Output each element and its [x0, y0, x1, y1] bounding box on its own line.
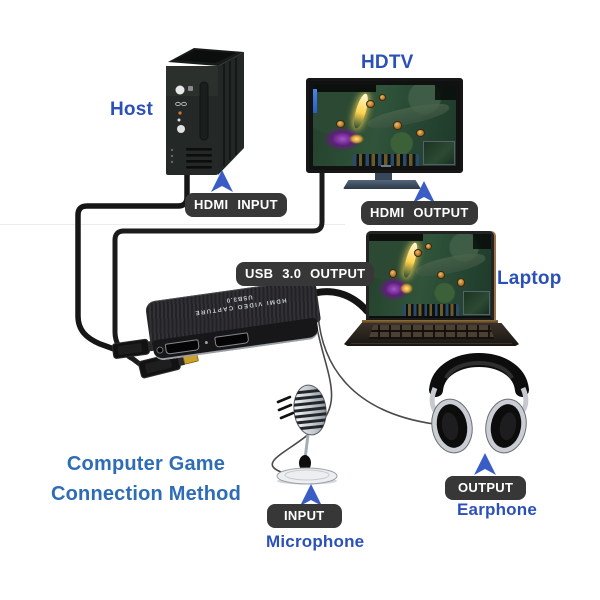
game-minimap — [462, 290, 491, 316]
laptop-game-screenshot — [369, 234, 491, 316]
microphone-label: Microphone — [266, 532, 365, 551]
laptop-keyboard — [368, 324, 495, 340]
hdmi-input-tag: HDMI INPUT — [185, 193, 287, 217]
arrow-up-icon — [210, 169, 234, 193]
game-unit — [378, 93, 387, 101]
microphone — [276, 384, 338, 485]
monitor-logo — [381, 165, 391, 167]
arrow-up-icon — [299, 483, 323, 507]
monitor-frame — [306, 78, 463, 173]
earphone-wire — [317, 313, 435, 425]
game-unit — [415, 128, 426, 138]
hdmi-output-tag: HDMI OUTPUT — [361, 201, 478, 225]
game-unit — [437, 270, 446, 280]
game-scoreboard — [369, 234, 423, 242]
game-minimap — [423, 141, 456, 166]
game-effect-gold — [399, 283, 413, 294]
mic-input-tag: INPUT — [267, 504, 342, 528]
hdmi-port-2 — [214, 332, 250, 348]
earphone-label: Earphone — [457, 500, 538, 519]
game-unit — [414, 248, 423, 258]
divider-line — [0, 224, 345, 225]
diagram-title: Computer Game Connection Method — [40, 449, 252, 509]
game-sidebar — [313, 89, 318, 114]
laptop-label: Laptop — [497, 268, 562, 289]
mic-accent-mark — [279, 411, 295, 420]
game-unit — [388, 269, 397, 278]
led-dot — [204, 340, 209, 345]
left-earcup — [431, 398, 473, 454]
game-scoreboard — [313, 85, 376, 93]
host-tower-drawing — [166, 48, 244, 175]
hdmi-port-1 — [164, 339, 200, 355]
laptop-hinge — [362, 320, 498, 323]
laptop-base — [344, 323, 519, 346]
audio-jack-port — [156, 346, 164, 355]
game-effect-gold — [348, 133, 365, 145]
mic-accent-mark — [276, 395, 292, 404]
hdtv-game-screenshot — [313, 85, 456, 166]
arrow-up-icon — [473, 452, 497, 476]
host-tower — [160, 44, 250, 179]
hdtv-monitor — [306, 78, 463, 190]
laptop-screen — [366, 231, 494, 320]
hdtv-label: HDTV — [361, 52, 414, 73]
game-terrain — [414, 249, 488, 281]
game-hud — [353, 153, 419, 166]
monitor-stand-base — [343, 180, 421, 189]
host-label: Host — [110, 99, 154, 120]
game-timer-panel — [472, 234, 491, 249]
usb-output-tag: USB 3.0 OUTPUT — [236, 262, 375, 286]
arrow-up-icon — [412, 180, 436, 204]
laptop-front-edge — [351, 342, 512, 345]
game-hud — [403, 303, 460, 316]
monitor-stand-neck — [375, 173, 392, 181]
headphones — [429, 353, 529, 454]
mic-accent-mark — [277, 403, 293, 412]
game-unit — [456, 278, 465, 287]
game-terrain — [366, 99, 452, 133]
game-unit — [425, 243, 432, 250]
right-earcup — [485, 398, 527, 454]
laptop — [344, 228, 519, 346]
game-unit — [365, 99, 376, 109]
game-timer-panel — [434, 85, 456, 100]
game-unit — [393, 121, 403, 130]
earphone-output-tag: OUTPUT — [445, 476, 527, 500]
diagram-title-line2: Connection Method — [50, 483, 242, 505]
game-unit — [335, 119, 346, 129]
diagram-title-line1: Computer Game — [66, 453, 226, 475]
